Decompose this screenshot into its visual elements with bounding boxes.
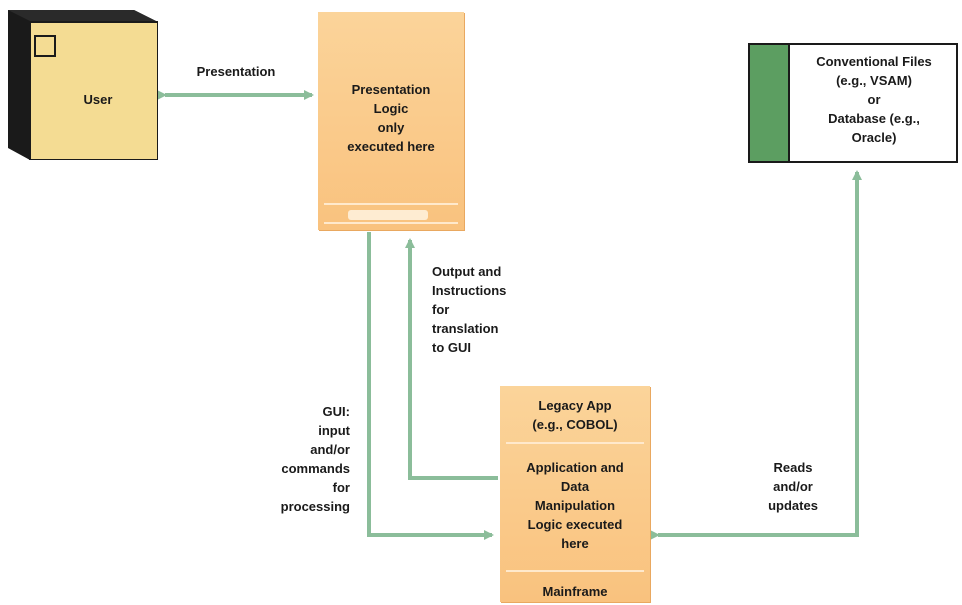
- text-line: Database (e.g.,: [828, 111, 920, 126]
- text-line: Application and: [526, 460, 624, 475]
- text-line: Reads: [773, 460, 813, 475]
- text-line: to GUI: [432, 340, 471, 355]
- text-line: Instructions: [432, 283, 507, 298]
- text-line: Logic: [373, 101, 409, 116]
- text-line: (e.g., COBOL): [532, 417, 618, 432]
- client-footer-label: [348, 210, 428, 220]
- box-divider: [324, 222, 458, 224]
- user-cube-icon: [8, 10, 158, 160]
- mainframe-box: [500, 386, 650, 602]
- text-line: only: [377, 120, 405, 135]
- files-database-box: [748, 43, 958, 163]
- output-instructions-label: Output and Instructions for translation …: [432, 262, 552, 357]
- gui-input-arrow: [367, 232, 494, 540]
- text-line: Manipulation: [534, 498, 616, 513]
- text-line: processing: [280, 499, 350, 514]
- mainframe-label: Mainframe: [542, 584, 608, 599]
- text-line: translation: [432, 321, 499, 336]
- text-line: or: [867, 92, 881, 107]
- text-line: Logic executed: [527, 517, 623, 532]
- text-line: for: [432, 302, 450, 317]
- files-database-text: Conventional Files (e.g., VSAM) or Datab…: [790, 52, 958, 147]
- text-line: executed here: [347, 139, 435, 154]
- text-line: Output and: [432, 264, 502, 279]
- box-divider: [506, 570, 644, 572]
- text-line: Oracle): [851, 130, 897, 145]
- text-line: and/or: [310, 442, 350, 457]
- presentation-label: Presentation: [196, 64, 276, 79]
- gui-input-label: GUI: input and/or commands for processin…: [230, 402, 350, 516]
- text-line: commands: [281, 461, 350, 476]
- legacy-app-text: Legacy App (e.g., COBOL): [500, 396, 650, 434]
- text-line: here: [561, 536, 589, 551]
- text-line: Data: [560, 479, 590, 494]
- text-line: updates: [768, 498, 818, 513]
- text-line: (e.g., VSAM): [836, 73, 912, 88]
- application-logic-text: Application and Data Manipulation Logic …: [500, 458, 650, 553]
- database-strip: [750, 45, 790, 161]
- text-line: GUI:: [322, 404, 350, 419]
- user-label: User: [83, 92, 113, 107]
- text-line: and/or: [773, 479, 813, 494]
- text-line: Legacy App: [538, 398, 612, 413]
- text-line: Presentation: [351, 82, 431, 97]
- text-line: for: [332, 480, 350, 495]
- reads-updates-label: Reads and/or updates: [748, 458, 838, 515]
- reads-updates-arrow: [650, 170, 862, 540]
- box-divider: [506, 442, 644, 444]
- text-line: Conventional Files: [816, 54, 932, 69]
- output-arrow: [405, 238, 498, 480]
- box-divider: [324, 203, 458, 205]
- presentation-logic-text: Presentation Logic only executed here: [332, 80, 450, 156]
- presentation-logic-box: [318, 12, 464, 230]
- text-line: input: [318, 423, 350, 438]
